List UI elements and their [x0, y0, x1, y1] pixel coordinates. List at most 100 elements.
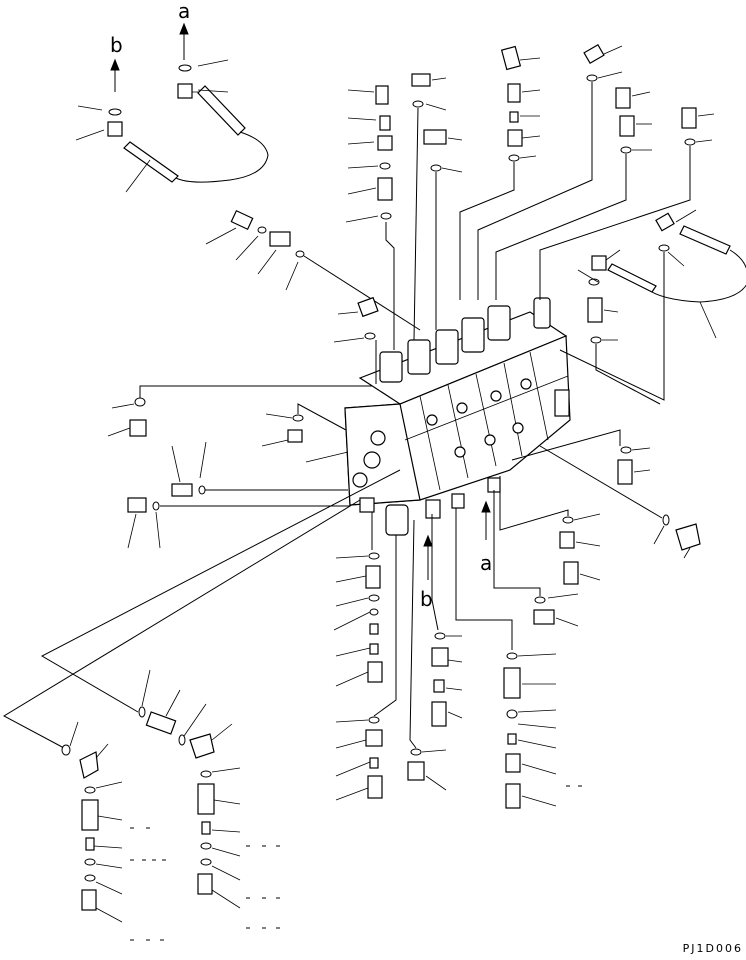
port	[370, 430, 386, 446]
fitting-set-left-mid	[205, 209, 421, 331]
figure-code: PJ1D006	[683, 942, 743, 955]
port-label: a	[480, 551, 492, 575]
port-marker-b-top: b	[110, 33, 123, 92]
check-valve	[367, 775, 383, 799]
spool-cap	[379, 351, 403, 383]
elbow-fitting	[177, 83, 193, 99]
o-ring	[178, 64, 192, 72]
o-ring	[620, 146, 632, 154]
o-ring	[506, 652, 518, 660]
o-ring	[368, 594, 380, 602]
check-valve	[81, 889, 97, 911]
port-label: a	[178, 0, 190, 23]
bottom-plug	[487, 477, 501, 493]
port-marker-b-bottom: b	[420, 534, 433, 611]
plug	[379, 115, 391, 131]
plug	[201, 821, 211, 835]
elbow-fitting	[365, 729, 383, 747]
elbow-fitting	[287, 429, 303, 443]
port	[484, 434, 496, 446]
spool-cap	[407, 339, 431, 375]
o-ring	[178, 734, 186, 746]
fitting-column-c	[459, 45, 541, 300]
fitting-set-left-valve	[107, 296, 379, 549]
o-ring	[590, 336, 602, 344]
elbow-fitting	[377, 135, 393, 151]
port	[352, 472, 368, 488]
adapter	[365, 565, 381, 589]
plug	[85, 837, 95, 851]
o-ring	[534, 596, 546, 604]
check-valve	[367, 661, 383, 683]
o-ring	[588, 278, 600, 286]
side-valve	[554, 389, 570, 417]
o-ring	[380, 212, 392, 220]
adapter	[81, 799, 99, 831]
fitting-column-d	[477, 43, 715, 300]
elbow-fitting	[675, 523, 701, 551]
hose-assembly-right	[559, 209, 746, 405]
o-ring	[369, 608, 379, 616]
spool-cap	[461, 317, 485, 353]
hose-end	[607, 263, 657, 293]
plug	[369, 643, 379, 655]
part-number-placeholders	[130, 785, 582, 941]
port	[456, 402, 468, 414]
adapter	[145, 711, 177, 735]
fitting-stack-right-lower	[499, 429, 701, 585]
elbow-fitting	[230, 209, 254, 231]
o-ring	[257, 226, 267, 234]
tee-fitting	[107, 121, 123, 137]
o-ring	[61, 744, 71, 756]
main-control-valve	[344, 297, 571, 536]
o-ring	[562, 516, 574, 524]
fitting-stack-bottom-center-2	[407, 514, 463, 791]
o-ring	[368, 716, 380, 724]
o-ring	[508, 154, 520, 162]
o-ring	[84, 786, 96, 794]
o-ring	[434, 632, 446, 640]
o-ring	[200, 842, 212, 850]
elbow-fitting	[591, 255, 607, 271]
elbow-fitting	[655, 212, 675, 232]
plug	[369, 757, 379, 769]
adapter	[377, 177, 393, 201]
elbow-fitting	[615, 87, 631, 109]
o-ring	[620, 446, 632, 454]
fitting-stack-lower-left-1	[61, 721, 123, 923]
tee-fitting	[423, 129, 447, 145]
port-marker-a-top: a	[178, 0, 190, 60]
elbow-fitting	[500, 45, 522, 71]
o-ring	[662, 514, 670, 526]
o-ring	[410, 748, 422, 756]
check-valve	[507, 129, 523, 147]
fitting-column-a	[345, 85, 395, 350]
port	[426, 414, 438, 426]
spool-cap	[435, 329, 459, 365]
elbow-fitting	[583, 43, 605, 65]
spool-cap	[487, 305, 511, 341]
elbow-fitting	[505, 753, 521, 773]
elbow-fitting	[411, 73, 431, 87]
bottom-plug	[425, 499, 441, 519]
o-ring	[200, 858, 212, 866]
adapter	[503, 667, 521, 699]
tee-fitting	[129, 419, 147, 437]
o-ring	[108, 108, 122, 116]
hose-assembly-top-left	[75, 59, 269, 193]
port-label: b	[110, 33, 123, 57]
port	[454, 446, 466, 458]
elbow-fitting	[559, 531, 575, 549]
fitting-column-b	[411, 73, 463, 341]
fitting-stack-bottom-right	[455, 490, 579, 809]
port	[490, 390, 502, 402]
plug	[509, 111, 519, 123]
port-label: b	[420, 587, 433, 611]
check-valve	[431, 701, 447, 727]
adapter	[619, 115, 635, 137]
o-ring	[138, 706, 146, 718]
elbow-fitting	[357, 296, 379, 318]
elbow-fitting	[431, 647, 449, 667]
fitting-stack-bottom-center-1	[333, 512, 397, 801]
